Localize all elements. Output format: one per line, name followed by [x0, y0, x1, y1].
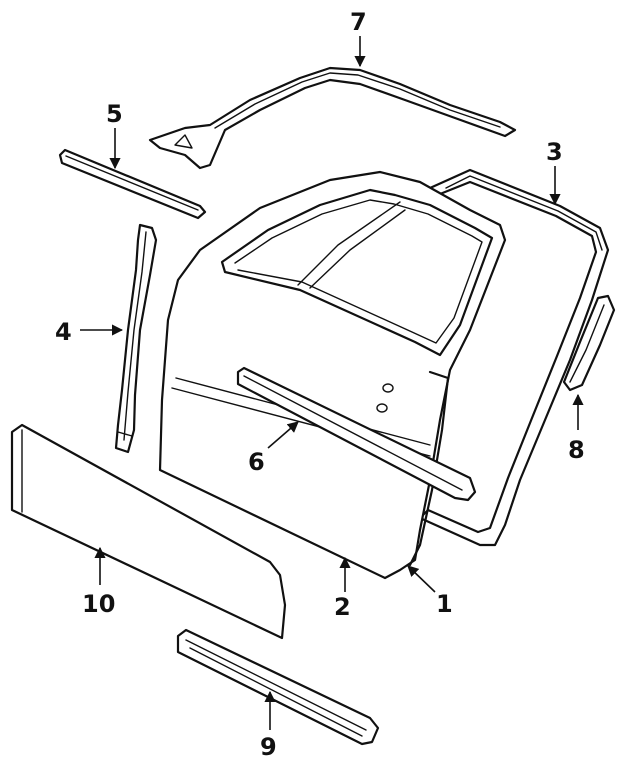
part-8-trim-strip — [562, 294, 616, 392]
callout-1: 1 — [436, 590, 453, 618]
part-4-glass-run-channel — [114, 223, 158, 454]
part-10-lower-molding — [10, 423, 287, 640]
callout-5: 5 — [106, 100, 123, 128]
part-9-sill-molding — [176, 628, 380, 746]
part-5-belt-molding — [58, 148, 207, 220]
part-1-door-shell — [158, 170, 507, 580]
part-7-roof-rail — [148, 66, 517, 170]
callout-2: 2 — [334, 593, 351, 621]
callout-8: 8 — [568, 436, 585, 464]
callout-9: 9 — [260, 733, 277, 761]
callout-arrows — [80, 36, 584, 730]
callout-10: 10 — [82, 590, 115, 618]
part-6-side-molding — [236, 366, 477, 502]
callout-3: 3 — [546, 138, 563, 166]
callout-6: 6 — [248, 448, 265, 476]
callout-labels: 7 5 3 4 6 8 10 2 1 9 — [55, 8, 585, 761]
callout-7: 7 — [350, 8, 367, 36]
callout-4: 4 — [55, 318, 72, 346]
